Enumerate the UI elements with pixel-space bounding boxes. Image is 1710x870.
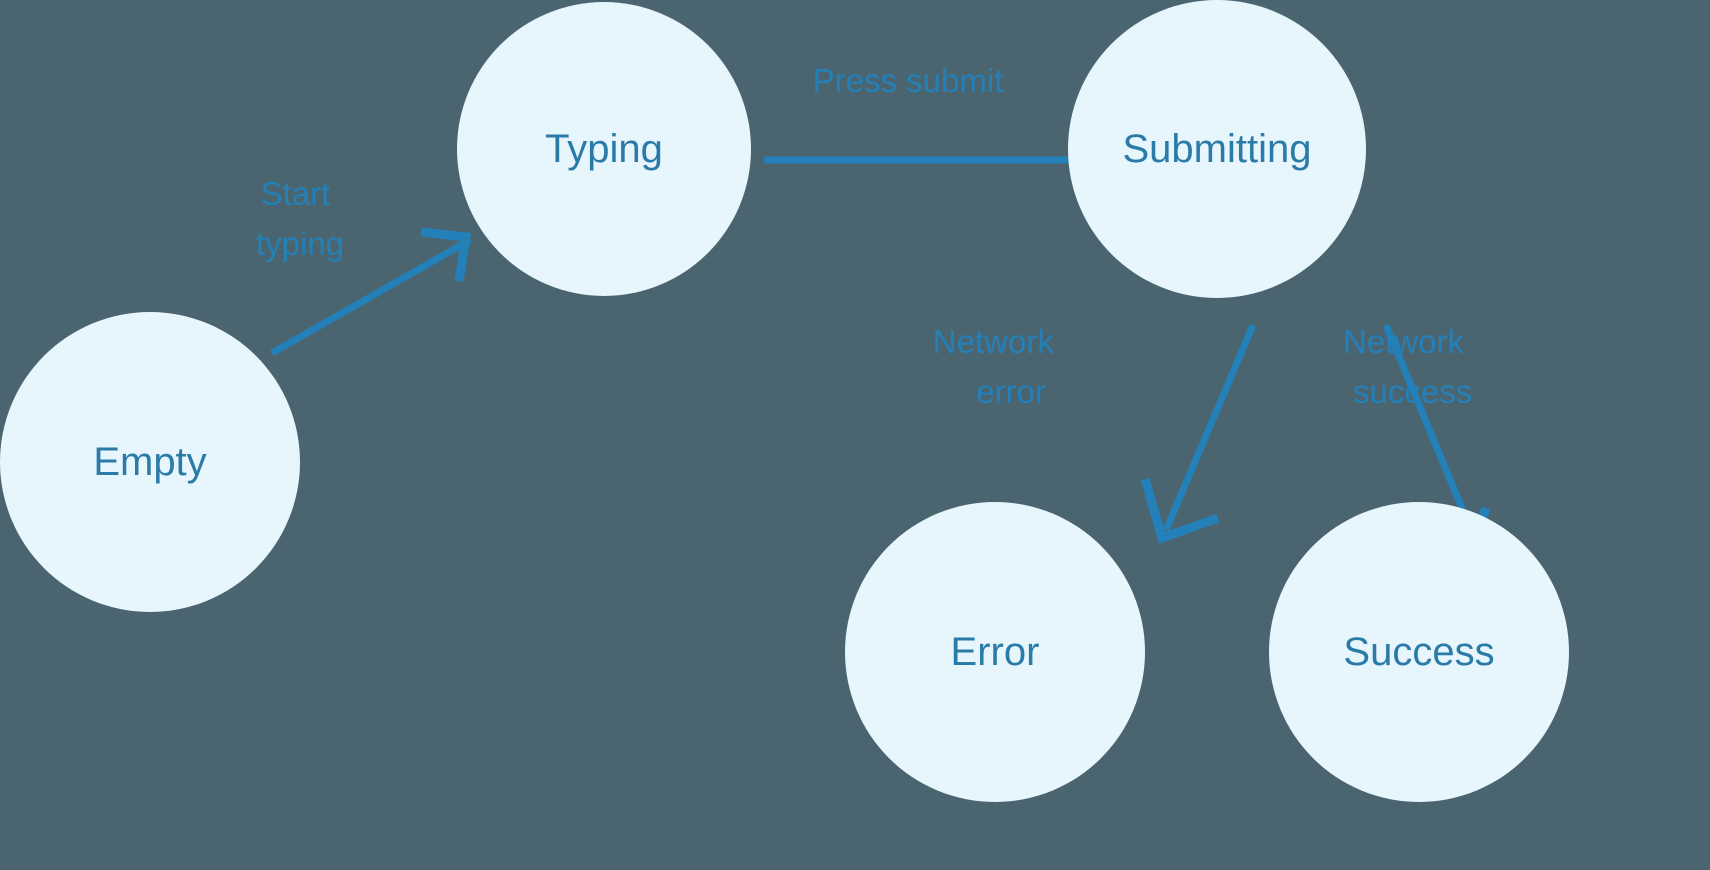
node-label: Empty xyxy=(93,440,206,484)
node-empty[interactable]: Empty xyxy=(0,312,300,612)
arrowhead-icon xyxy=(420,227,472,282)
edge-submitting-to-error xyxy=(1140,323,1257,544)
arrowhead-icon xyxy=(1140,477,1220,544)
node-success[interactable]: Success xyxy=(1269,502,1569,802)
node-error[interactable]: Error xyxy=(845,502,1145,802)
node-circle xyxy=(845,502,1145,802)
edge-label-network-error: Network error xyxy=(933,323,1063,410)
edge-empty-to-typing xyxy=(270,227,472,357)
edge-line xyxy=(1382,323,1475,532)
edge-line xyxy=(1162,323,1257,532)
node-label: Error xyxy=(951,630,1040,674)
edge-label-press-submit: Press submit xyxy=(813,62,1004,99)
edge-label-start-typing: Start typing xyxy=(256,175,344,262)
node-submitting[interactable]: Submitting xyxy=(1068,0,1366,298)
edge-line xyxy=(270,236,472,357)
node-circle xyxy=(457,2,751,296)
node-label: Success xyxy=(1343,630,1494,674)
node-label: Submitting xyxy=(1123,127,1312,171)
edge-label-network-success: Network success xyxy=(1343,323,1473,410)
node-circle xyxy=(1269,502,1569,802)
node-typing[interactable]: Typing xyxy=(457,2,751,296)
node-circle xyxy=(0,312,300,612)
node-circle xyxy=(1068,0,1366,298)
node-label: Typing xyxy=(545,127,663,171)
